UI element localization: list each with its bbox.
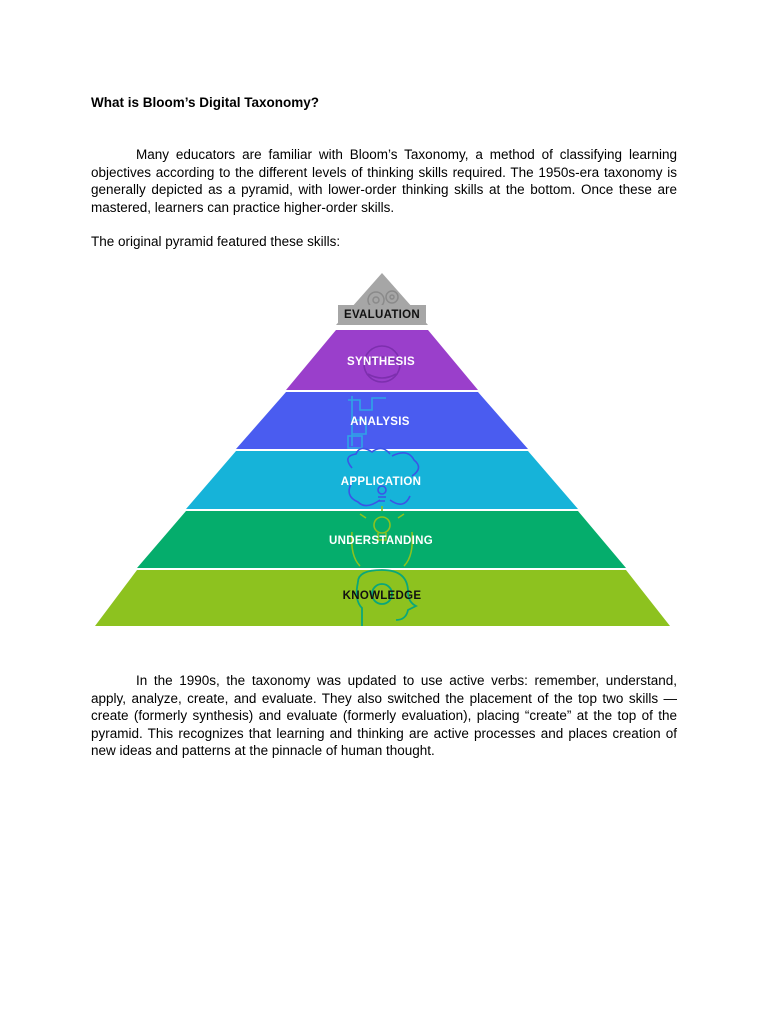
pyramid-intro-paragraph: The original pyramid featured these skil… bbox=[91, 234, 341, 249]
pyramid-level-understanding: UNDERSTANDING bbox=[137, 506, 626, 568]
level-shape bbox=[95, 570, 670, 626]
level-label-band bbox=[338, 305, 426, 323]
puzzle-icon bbox=[347, 396, 386, 449]
pyramid-level-application: APPLICATION bbox=[186, 447, 578, 509]
intro-paragraph: Many educators are familiar with Bloom’s… bbox=[91, 147, 677, 215]
level-label: SYNTHESIS bbox=[347, 356, 415, 368]
lightbulb-head-icon bbox=[350, 506, 414, 567]
level-label: KNOWLEDGE bbox=[343, 590, 422, 602]
level-label: UNDERSTANDING bbox=[329, 535, 433, 547]
bloom-pyramid-figure: EVALUATION SYNTHESIS ANALYSIS bbox=[95, 273, 670, 626]
level-label: APPLICATION bbox=[341, 476, 421, 488]
page-title: What is Bloom’s Digital Taxonomy? bbox=[91, 95, 320, 110]
level-label: EVALUATION bbox=[344, 309, 420, 321]
pyramid-level-evaluation: EVALUATION bbox=[336, 273, 428, 325]
level-label: ANALYSIS bbox=[350, 416, 410, 428]
head-icon bbox=[355, 569, 419, 626]
pyramid-level-synthesis: SYNTHESIS bbox=[286, 330, 478, 390]
flower-icon bbox=[347, 447, 420, 507]
level-shape bbox=[186, 451, 578, 509]
level-shape bbox=[286, 330, 478, 390]
pyramid-level-knowledge: KNOWLEDGE bbox=[95, 569, 670, 626]
pyramid-level-analysis: ANALYSIS bbox=[236, 392, 528, 449]
globe-icon bbox=[363, 345, 401, 383]
level-shape bbox=[236, 392, 528, 449]
update-paragraph: In the 1990s, the taxonomy was updated t… bbox=[91, 673, 677, 758]
